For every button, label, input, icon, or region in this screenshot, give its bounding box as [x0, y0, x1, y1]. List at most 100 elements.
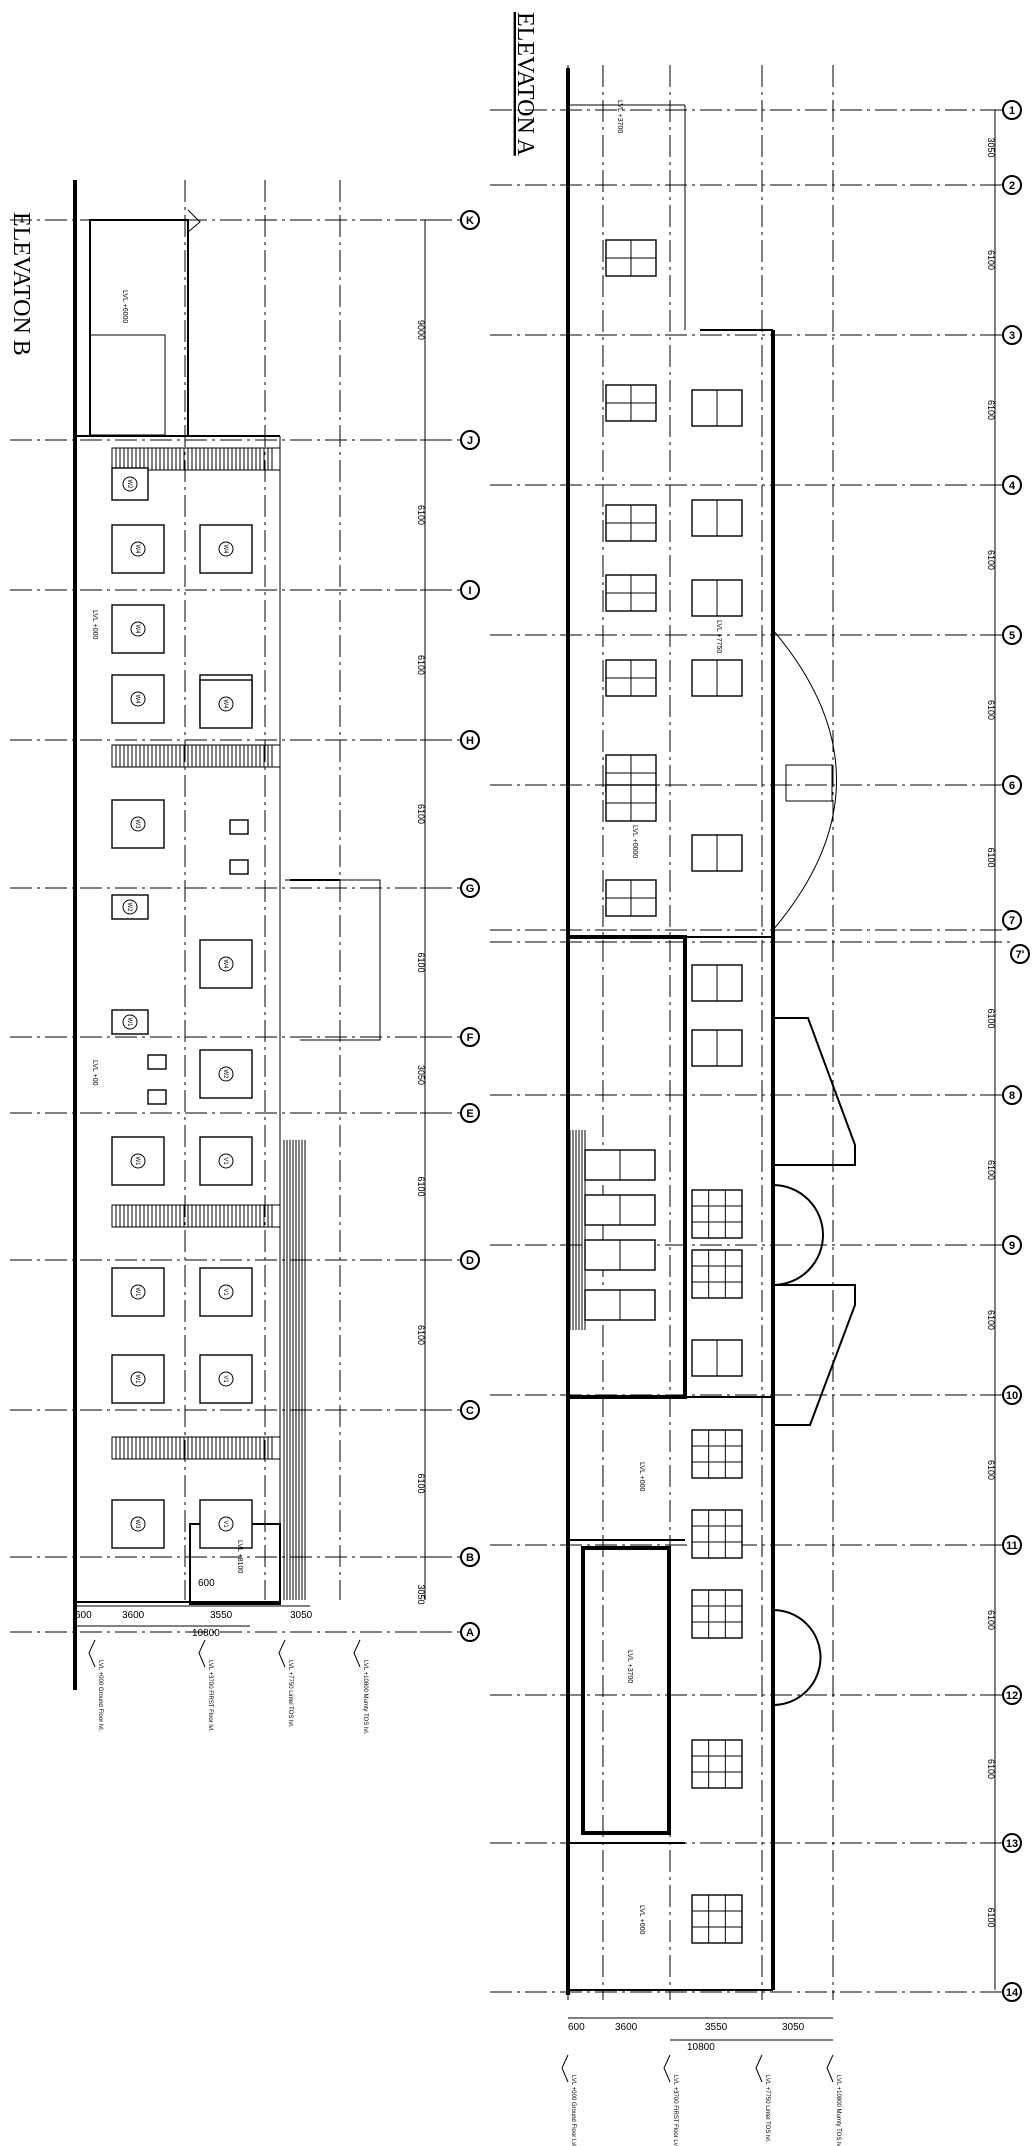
elevation-b-level-tags: LVL +000 Ground Floor lvl.LVL +3700 FIRS… [88, 1639, 368, 1735]
first-window [691, 1429, 743, 1479]
grid-label: 1 [1009, 105, 1015, 117]
elevation-a: ELEVATON A LVL +37 [490, 12, 1030, 2146]
lvl-tag: LVL +0000 [631, 825, 638, 858]
window [199, 1499, 253, 1549]
arch-outline [772, 1609, 822, 1706]
dim-label: 3600 [615, 2022, 638, 2033]
grid-bubble [460, 580, 480, 600]
window-tag-circle [218, 1153, 234, 1169]
dimension-label: 6100 [986, 1610, 996, 1630]
vent [147, 1089, 167, 1105]
window-tag-circle [218, 1371, 234, 1387]
dim-label: 3050 [290, 1610, 313, 1621]
dimension-label: 6100 [986, 1908, 996, 1928]
window-tag: V1 [222, 1520, 228, 1528]
window-tag-circle [218, 696, 234, 712]
grid-bubble [1002, 1385, 1022, 1405]
mumty-outline [187, 209, 201, 233]
first-window [691, 1509, 743, 1559]
window [199, 939, 253, 989]
dimension-label: 9000 [416, 320, 426, 340]
dimension-label: 6100 [416, 1474, 426, 1494]
grid-label: 5 [1009, 630, 1015, 642]
dimension-label: 6100 [416, 1325, 426, 1345]
grid-label: 11 [1006, 1540, 1018, 1552]
window [199, 1354, 253, 1404]
grid-label: H [466, 735, 474, 747]
window [111, 1354, 165, 1404]
grid-bubble [460, 430, 480, 450]
grid-label: C [466, 1405, 474, 1417]
lvl-tag: LVL +000 [638, 1462, 645, 1491]
mumty-block [89, 219, 189, 437]
grid-bubble [1010, 944, 1030, 964]
level-marker [755, 2054, 763, 2083]
grid-bubble [460, 730, 480, 750]
dim-label: 3600 [122, 1610, 145, 1621]
grid-bubble [1002, 775, 1022, 795]
window [111, 1499, 165, 1549]
lvl-tag: LVL +3700 [626, 1650, 633, 1683]
grid-label: 9 [1009, 1240, 1015, 1252]
dim-label: 600 [568, 2022, 585, 2033]
dim-label: 3550 [210, 1610, 233, 1621]
grid-label: 2 [1009, 180, 1015, 192]
grid-label: 13 [1006, 1838, 1018, 1850]
grid-label: E [466, 1108, 473, 1120]
dimension-label: 6100 [986, 1759, 996, 1779]
window-tag: V1 [222, 1288, 228, 1296]
window-tag: W3 [134, 820, 140, 830]
grid-label: 7 [1009, 915, 1015, 927]
window-tag: W2 [126, 903, 132, 913]
window [111, 524, 165, 574]
grid-label: 10 [1006, 1390, 1018, 1402]
grid-label: F [467, 1032, 474, 1044]
window-tag: W1 [126, 1018, 132, 1028]
vent [147, 1054, 167, 1070]
window-tag-circle [130, 1516, 146, 1532]
elevation-b-windows: W2W4W4W4W4W4W3W2W1W1W1W1W3V1V1V1V1W2W4W4 [111, 467, 306, 1600]
dim-total: 10800 [687, 2042, 715, 2053]
grid-label: D [466, 1255, 474, 1267]
dimension-label: 3050 [416, 1065, 426, 1085]
inclined-fin [773, 1284, 856, 1426]
dimension-label: 6100 [986, 550, 996, 570]
lvl-tag: LVL +3700 [616, 100, 623, 133]
window [199, 679, 253, 729]
window [111, 467, 149, 501]
dimension-label: 6100 [416, 953, 426, 973]
arch-outline [772, 1184, 824, 1286]
elevation-b-shading-bands [111, 447, 281, 1460]
dim-label: 3050 [782, 2022, 805, 2033]
vent [229, 859, 249, 875]
window [111, 604, 165, 654]
elevation-a-windows [569, 239, 743, 1944]
dimension-label: 6100 [986, 400, 996, 420]
grid-bubble [460, 1400, 480, 1420]
elevation-a-level-tags: LVL +000 Ground Floor Lvl.LVL +3700 FIRS… [561, 2054, 841, 2146]
grid-label: K [466, 215, 474, 227]
first-window [691, 1249, 743, 1299]
window-tag-circle [218, 956, 234, 972]
dome-outline [772, 629, 837, 931]
window-tag: W4 [222, 545, 228, 555]
window-tag: V1 [222, 1375, 228, 1383]
dimension-label: 6100 [416, 655, 426, 675]
first-window [691, 1739, 743, 1789]
grid-bubble [1002, 1235, 1022, 1255]
grid-bubble [1002, 475, 1022, 495]
dimension-label: 6100 [986, 250, 996, 270]
corner-note: 600 [198, 1578, 215, 1589]
grid-label: B [466, 1552, 474, 1564]
grid-bubble [1002, 1085, 1022, 1105]
window-tag-circle [130, 1284, 146, 1300]
grid-label: 14 [1006, 1987, 1019, 1999]
window-tag-circle [122, 476, 138, 492]
dimension-label: 6100 [986, 1009, 996, 1029]
window-tag-circle [218, 1066, 234, 1082]
elevation-a-dimensions: 3050610061006100610061006100610061006100… [986, 109, 1000, 1993]
